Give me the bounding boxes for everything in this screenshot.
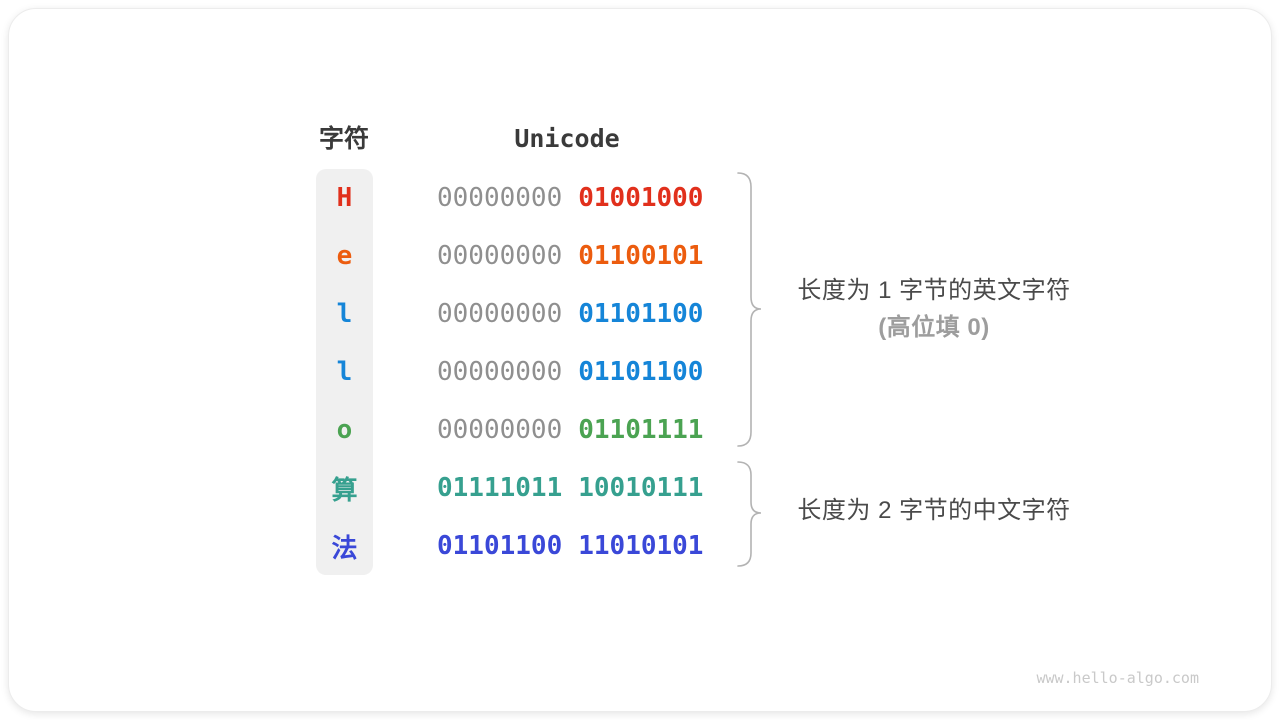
annotation-english-chars: 长度为 1 字节的英文字符 (高位填 0) (774, 275, 1094, 344)
byte: 10010111 (578, 473, 704, 503)
char-cell: l (336, 357, 353, 387)
column-header-unicode: Unicode (514, 124, 620, 153)
byte: 00000000 (437, 183, 563, 213)
binary-value: 01111011 10010111 (437, 459, 727, 517)
byte: 01101100 (437, 531, 563, 561)
byte: 00000000 (437, 299, 563, 329)
char-cell: o (336, 415, 353, 445)
binary-value: 00000000 01101111 (437, 401, 727, 459)
char-cell: H (336, 183, 353, 213)
annotation-chinese-chars: 长度为 2 字节的中文字符 (774, 495, 1094, 527)
annotation-chinese-line1: 长度为 2 字节的中文字符 (797, 497, 1071, 524)
brace-english-group (737, 172, 762, 447)
byte: 01101100 (578, 357, 704, 387)
column-header-character: 字符 (318, 125, 369, 153)
char-cell: 算 (331, 475, 358, 506)
byte: 01111011 (437, 473, 563, 503)
char-cell: e (336, 241, 353, 271)
annotation-english-line2: (高位填 0) (878, 314, 990, 341)
watermark: www.hello-algo.com (1036, 669, 1199, 687)
binary-value: 00000000 01101100 (437, 343, 727, 401)
annotation-english-line1: 长度为 1 字节的英文字符 (797, 277, 1071, 304)
byte: 01101111 (578, 415, 704, 445)
char-cell: 法 (331, 533, 358, 564)
byte: 00000000 (437, 241, 563, 271)
byte: 00000000 (437, 357, 563, 387)
brace-chinese-group (737, 461, 762, 567)
byte: 01101100 (578, 299, 704, 329)
binary-value: 00000000 01101100 (437, 285, 727, 343)
byte: 01100101 (578, 241, 704, 271)
char-cell: l (336, 299, 353, 329)
binary-value: 00000000 01100101 (437, 227, 727, 285)
byte: 01001000 (578, 183, 704, 213)
byte: 11010101 (578, 531, 704, 561)
binary-value: 00000000 01001000 (437, 169, 727, 227)
byte: 00000000 (437, 415, 563, 445)
binary-value: 01101100 11010101 (437, 517, 727, 575)
